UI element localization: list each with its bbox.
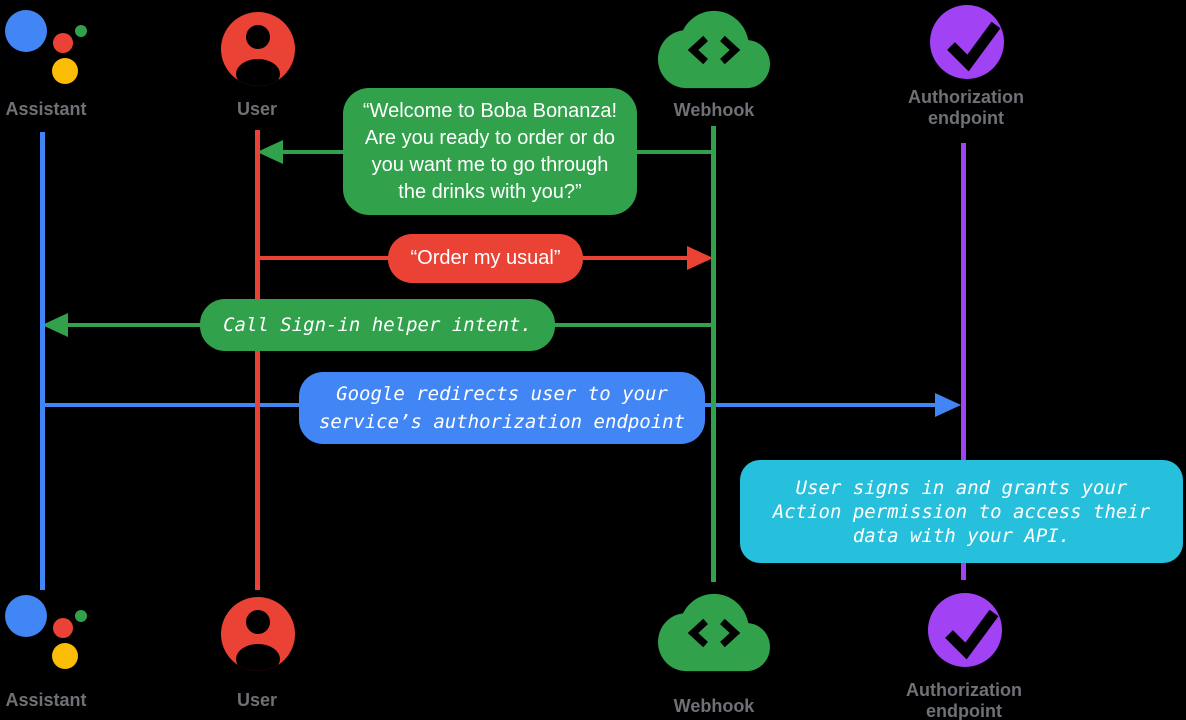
order-message-bubble: “Order my usual” [388,234,583,283]
actor-label-user: User [236,99,278,119]
redirect-arrowhead-icon [935,393,961,417]
actor-label-assistant: Assistant [5,690,87,710]
welcome-connector-line [637,150,714,154]
actor-label-webhook: Webhook [673,696,755,716]
sign-in-message-bubble: Call Sign-in helper intent. [200,299,555,351]
webhook-cloud-icon [658,10,770,89]
lifeline-user [255,130,260,590]
lifeline-authorization-endpoint [961,143,966,580]
actor-label-authorization-endpoint: Authorization endpoint [908,87,1024,128]
google-assistant-icon [5,10,87,84]
actor-label-user: User [236,690,278,710]
welcome-message-bubble: “Welcome to Boba Bonanza! Are you ready … [343,88,637,215]
order-arrowhead-icon [687,246,713,270]
actor-label-authorization-endpoint: Authorization endpoint [906,680,1022,720]
webhook-cloud-icon [658,593,770,672]
authorization-check-icon [928,593,1002,667]
user-icon [221,12,295,86]
welcome-arrow-line [278,150,344,154]
actor-label-assistant: Assistant [5,99,87,119]
redirect-message-bubble: Google redirects user to your service’s … [299,372,705,444]
lifeline-assistant [40,132,45,590]
authorization-check-icon [930,5,1004,79]
google-assistant-icon [5,595,87,669]
user-icon [221,597,295,671]
welcome-arrowhead-icon [257,140,283,164]
sign-in-arrowhead-icon [42,313,68,337]
lifeline-webhook [711,126,716,582]
sign-in-note-bubble: User signs in and grants your Action per… [740,460,1183,563]
actor-label-webhook: Webhook [673,100,755,120]
